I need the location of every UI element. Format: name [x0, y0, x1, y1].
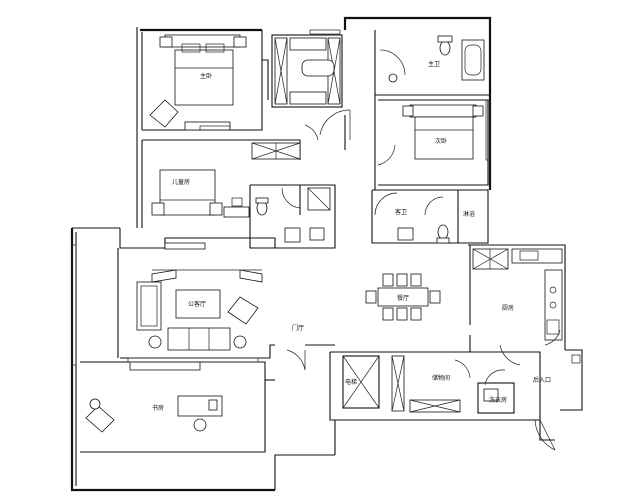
- study: 书房: [80, 361, 275, 453]
- master-bath: 主卫: [374, 30, 490, 96]
- nightstand: [159, 36, 173, 48]
- room-label-laundry: 洗衣房: [489, 396, 507, 404]
- room-label-shower: 淋浴: [463, 210, 475, 218]
- child-bedroom: 儿童房: [141, 139, 301, 228]
- sofa-side: [136, 281, 162, 331]
- room-label-child-bedroom: 儿童房: [172, 178, 190, 186]
- double-bed: [174, 49, 234, 106]
- room-label-study: 书房: [152, 404, 164, 412]
- washbasin: [388, 73, 398, 83]
- sink-counter: [511, 248, 563, 264]
- room-label-guest-bath: 客卫: [395, 208, 407, 216]
- armchair: [227, 296, 259, 325]
- sofa: [167, 327, 231, 351]
- desk: [223, 206, 250, 218]
- windows: [71, 29, 491, 366]
- toilet: [439, 40, 451, 56]
- service-area: 电梯 储物间 洗衣房 后入口: [329, 344, 581, 451]
- room-label-kitchen: 厨房: [502, 304, 514, 312]
- headboard: [409, 104, 477, 118]
- second-bedroom: 次卧: [378, 99, 489, 186]
- room-label-storage: 储物间: [432, 374, 450, 382]
- coffee-table: [175, 289, 221, 319]
- room-label-dining-room: 餐厅: [397, 294, 409, 302]
- room-label-elevator: 电梯: [345, 378, 357, 386]
- armchair: [149, 99, 179, 128]
- room-label-entrance: 门厅: [292, 324, 304, 332]
- elevator-shaft: [342, 355, 380, 409]
- room-label-living-room: 公客厅: [188, 300, 206, 308]
- room-label-master-bedroom: 主卧: [200, 72, 212, 80]
- dining-table: [377, 287, 429, 307]
- kitchen: 厨房: [472, 248, 563, 346]
- master-bedroom: 主卧: [142, 30, 269, 131]
- nightstand: [233, 36, 247, 48]
- room-label-service-entrance: 后入口: [533, 376, 551, 384]
- guest-bath: 客卫 淋浴: [371, 189, 489, 244]
- lounge-chair: [85, 405, 115, 433]
- entrance: 门厅: [286, 324, 335, 371]
- bathtub: [461, 39, 485, 81]
- dining-room: 餐厅: [365, 273, 441, 321]
- living-room: 公客厅: [117, 228, 335, 359]
- small-bath: [249, 184, 336, 249]
- headboard: [164, 34, 241, 48]
- single-bed: [159, 169, 216, 216]
- room-label-second-bedroom: 次卧: [435, 137, 447, 145]
- corridor-doors: [304, 95, 396, 190]
- room-label-master-bath: 主卫: [428, 60, 440, 68]
- walk-in-closet: [271, 34, 343, 108]
- double-bed: [414, 116, 474, 160]
- island: [301, 59, 335, 77]
- stove-counter: [544, 269, 563, 341]
